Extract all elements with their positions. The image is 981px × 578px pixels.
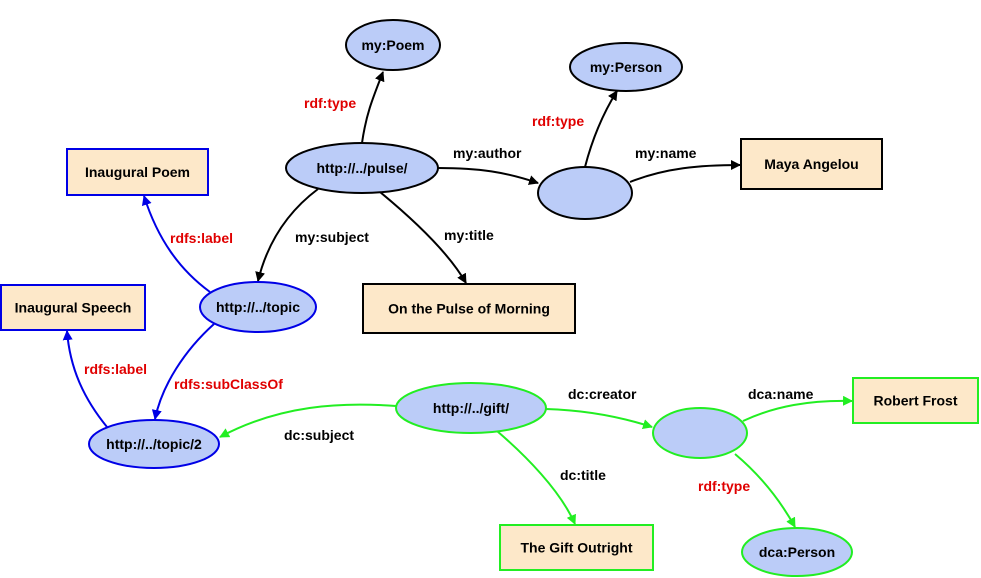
node-box: [852, 377, 979, 424]
edge-label-dc-creator: dc:creator: [568, 386, 637, 402]
node-label: Maya Angelou: [764, 156, 858, 172]
literal-node-gift-title: The Gift Outright: [499, 524, 654, 571]
edges-layer: [62, 71, 853, 528]
edge-pulse-to-pulse-title: [379, 191, 467, 284]
literal-node-frost: Robert Frost: [852, 377, 979, 424]
node-label: http://../topic/2: [106, 436, 202, 452]
edge-blank1-to-maya: [629, 160, 741, 183]
edge-blank2-to-dca-person: [734, 453, 796, 528]
blank-node-blank2: [652, 407, 748, 459]
node-label: http://../topic: [216, 299, 300, 315]
node-label: On the Pulse of Morning: [388, 301, 550, 317]
node-ellipse: [285, 142, 439, 194]
edge-topic-to-topic2: [151, 323, 215, 420]
resource-node-dca-person: dca:Person: [741, 527, 853, 577]
node-ellipse: [199, 281, 317, 333]
edge-label-my-subject: my:subject: [295, 229, 369, 245]
node-label: Inaugural Poem: [85, 164, 190, 180]
node-box: [0, 284, 146, 331]
node-label: http://../pulse/: [317, 160, 408, 176]
edge-topic2-to-inaug-speech: [62, 330, 108, 428]
node-label: Robert Frost: [874, 393, 958, 409]
edge-label-rdfs-subclassof: rdfs:subClassOf: [174, 376, 283, 392]
node-box: [362, 283, 576, 334]
edge-label-rdfs-label: rdfs:label: [170, 230, 233, 246]
node-label: http://../gift/: [433, 400, 509, 416]
edge-label-rdf-type: rdf:type: [698, 478, 750, 494]
edge-label-dca-name: dca:name: [748, 386, 814, 402]
edge-label-rdfs-label: rdfs:label: [84, 361, 147, 377]
edge-labels-layer: rdf:type my:author rdf:type my:name my:subje…: [84, 95, 814, 494]
resource-node-topic2: http://../topic/2: [88, 419, 220, 469]
resource-node-poem: my:Poem: [345, 19, 441, 71]
edge-pulse-to-topic: [255, 188, 319, 282]
edge-topic-to-inaug-poem: [141, 195, 211, 293]
node-ellipse: [741, 527, 853, 577]
literal-node-inaug-speech: Inaugural Speech: [0, 284, 146, 331]
edge-gift-to-blank2: [545, 408, 653, 429]
node-box: [499, 524, 654, 571]
edge-label-rdf-type: rdf:type: [532, 113, 584, 129]
node-label: The Gift Outright: [521, 540, 633, 556]
edge-blank2-to-frost: [742, 395, 853, 422]
node-ellipse: [88, 419, 220, 469]
edge-label-dc-title: dc:title: [560, 467, 606, 483]
literal-node-pulse-title: On the Pulse of Morning: [362, 283, 576, 334]
blank-node-blank1: [537, 166, 633, 220]
literal-node-maya: Maya Angelou: [740, 138, 883, 190]
edge-pulse-to-poem: [361, 71, 385, 144]
edge-label-my-author: my:author: [453, 145, 522, 161]
resource-node-pulse: http://../pulse/: [285, 142, 439, 194]
resource-node-topic: http://../topic: [199, 281, 317, 333]
edge-label-dc-subject: dc:subject: [284, 427, 354, 443]
resource-node-person: my:Person: [569, 42, 683, 92]
literal-node-inaug-poem: Inaugural Poem: [66, 148, 209, 196]
node-ellipse: [652, 407, 748, 459]
edge-pulse-to-blank1: [437, 167, 539, 185]
node-label: Inaugural Speech: [15, 300, 132, 316]
node-label: dca:Person: [759, 544, 835, 560]
node-label: my:Poem: [361, 37, 424, 53]
edge-gift-to-topic2: [219, 403, 397, 438]
edge-blank1-to-person: [584, 90, 618, 168]
edge-gift-to-gift-title: [496, 430, 576, 525]
node-box: [66, 148, 209, 196]
edge-label-my-title: my:title: [444, 227, 494, 243]
node-box: [740, 138, 883, 190]
edge-label-my-name: my:name: [635, 145, 697, 161]
node-ellipse: [569, 42, 683, 92]
node-ellipse: [395, 382, 547, 434]
node-ellipse: [345, 19, 441, 71]
node-label: my:Person: [590, 59, 662, 75]
edge-label-rdf-type: rdf:type: [304, 95, 356, 111]
node-ellipse: [537, 166, 633, 220]
resource-node-gift: http://../gift/: [395, 382, 547, 434]
